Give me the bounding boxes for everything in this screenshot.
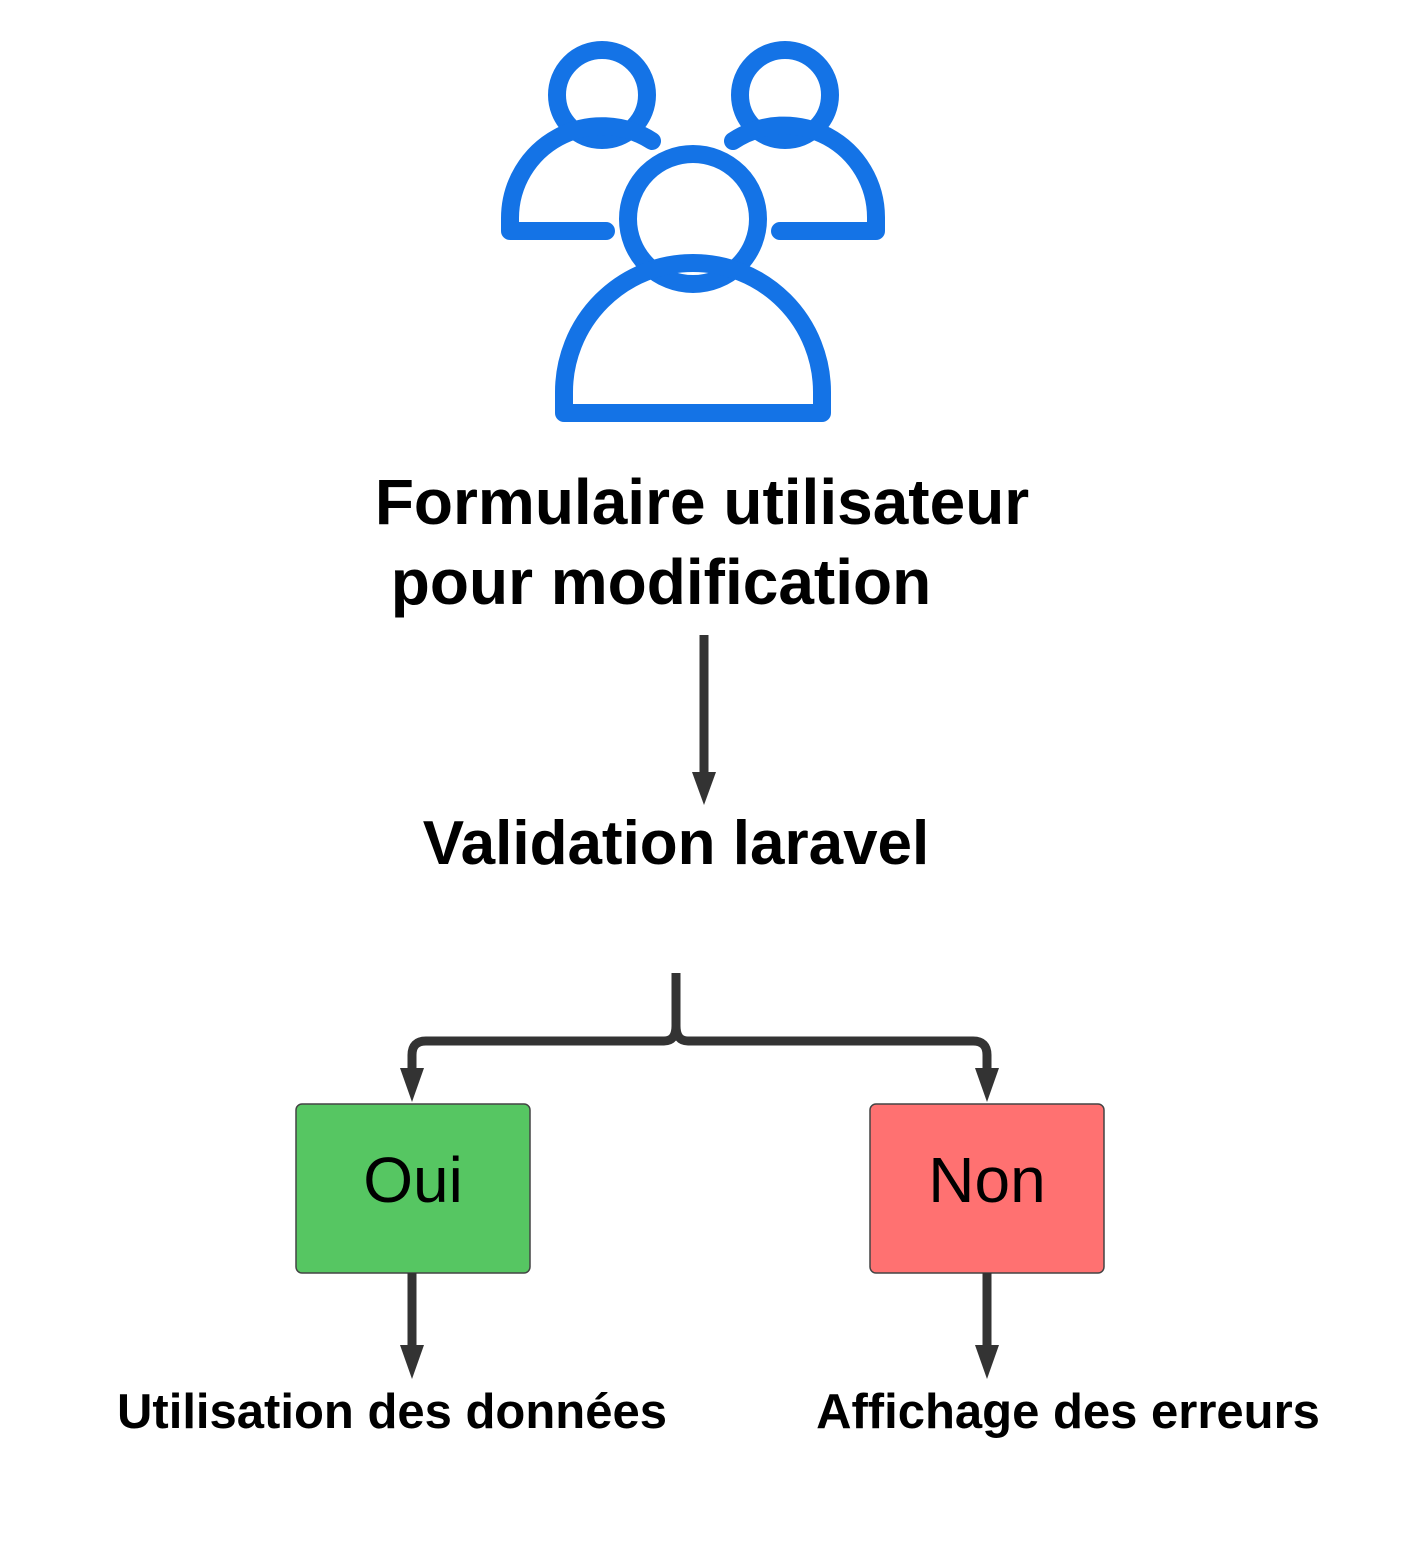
arrow-no-to-outcome — [975, 1273, 999, 1379]
arrowhead — [692, 772, 716, 805]
arrow-yes-to-outcome — [400, 1273, 424, 1379]
user-right-body — [724, 116, 886, 240]
user-left-body — [501, 117, 661, 240]
user-left-head — [548, 41, 656, 149]
no-outcome-label: Affichage des erreurs — [816, 1385, 1320, 1439]
arrowhead-right — [975, 1068, 999, 1102]
users-group-icon — [501, 41, 886, 422]
user-front-body — [555, 254, 831, 422]
no-branch-node: Non — [869, 1103, 1105, 1274]
yes-branch-node: Oui — [295, 1103, 531, 1274]
arrow-start-to-validation — [692, 635, 716, 805]
no-label: Non — [928, 1144, 1045, 1216]
arrowhead-left — [400, 1068, 424, 1102]
arrowhead — [400, 1345, 424, 1379]
arrowhead — [975, 1345, 999, 1379]
start-node-line2: pour modification — [391, 546, 931, 618]
branch-connector-path — [407, 973, 992, 1070]
yes-outcome-label: Utilisation des données — [117, 1385, 667, 1439]
branch-connector — [400, 973, 999, 1102]
decision-node-label: Validation laravel — [423, 809, 930, 878]
start-node-line1: Formulaire utilisateur — [375, 466, 1029, 538]
user-right-head — [731, 41, 839, 149]
yes-label: Oui — [363, 1144, 463, 1216]
user-front-head — [619, 145, 767, 293]
